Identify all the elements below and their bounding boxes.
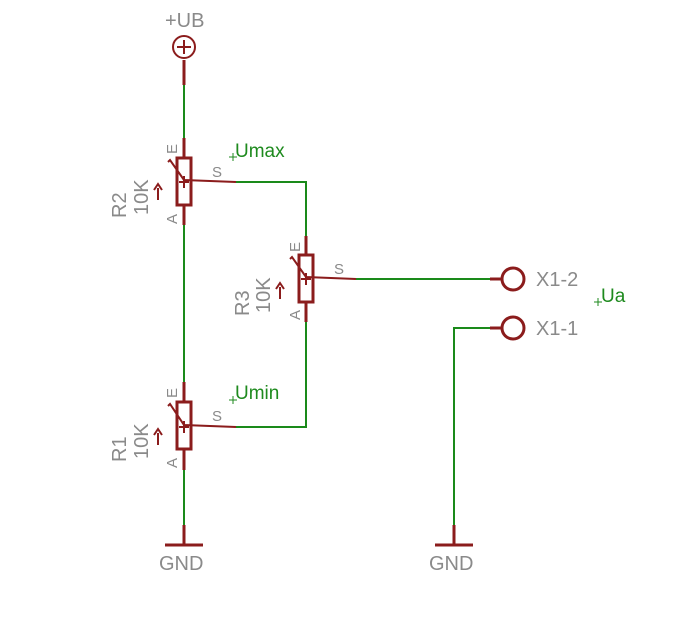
net-label-ua: Ua — [601, 286, 626, 307]
r3-pin-a: A — [287, 310, 304, 320]
r1-pin-a: A — [164, 458, 181, 468]
ground-symbol-right: GND — [429, 525, 473, 575]
r2-arrow-head — [153, 182, 163, 191]
r2-wiper — [167, 158, 237, 183]
r1-value: 10K — [131, 423, 153, 459]
potentiometer-r2: E S A R2 10K — [109, 138, 237, 225]
r3-name: R3 — [232, 290, 254, 316]
r1-pin-e: E — [164, 388, 181, 398]
r3-pin-s: S — [334, 261, 344, 278]
r3-pin-e: E — [287, 242, 304, 252]
r1-arrow-head — [153, 427, 163, 436]
potentiometer-r1: E S A R1 10K — [109, 382, 237, 470]
r2-pin-s: S — [212, 164, 222, 181]
net-label-umin: Umin — [235, 383, 279, 404]
r1-pin-s: S — [212, 408, 222, 425]
wire-umax — [236, 181, 307, 236]
r2-pin-a: A — [164, 214, 181, 224]
gnd-right-label: GND — [429, 553, 473, 575]
net-label-umax: Umax — [235, 141, 285, 162]
supply-circle — [172, 35, 196, 59]
supply-label: +UB — [165, 10, 204, 32]
r3-wiper — [289, 255, 357, 280]
r2-value: 10K — [131, 179, 153, 215]
wire-umin — [236, 322, 307, 428]
x1-2-terminal — [500, 266, 526, 292]
x1-1-terminal — [500, 315, 526, 341]
x1-2-label: X1-2 — [536, 269, 578, 291]
r1-name: R1 — [109, 436, 131, 462]
r2-pin-e: E — [164, 144, 181, 154]
r1-wiper — [167, 402, 237, 428]
x1-1-label: X1-1 — [536, 318, 578, 340]
potentiometer-r3: E S A R3 10K — [232, 236, 357, 322]
r2-name: R2 — [109, 192, 131, 218]
wires — [183, 85, 500, 525]
net-labels: Umax Umin Ua — [229, 141, 626, 404]
ground-symbol-left: GND — [159, 525, 203, 575]
connector-x1: X1-2 X1-1 — [490, 266, 578, 341]
r3-arrow-head — [275, 281, 285, 290]
gnd-left-label: GND — [159, 553, 203, 575]
wire-x1-1-gnd — [453, 327, 500, 525]
supply-symbol: +UB — [165, 10, 204, 85]
r3-value: 10K — [253, 277, 275, 313]
